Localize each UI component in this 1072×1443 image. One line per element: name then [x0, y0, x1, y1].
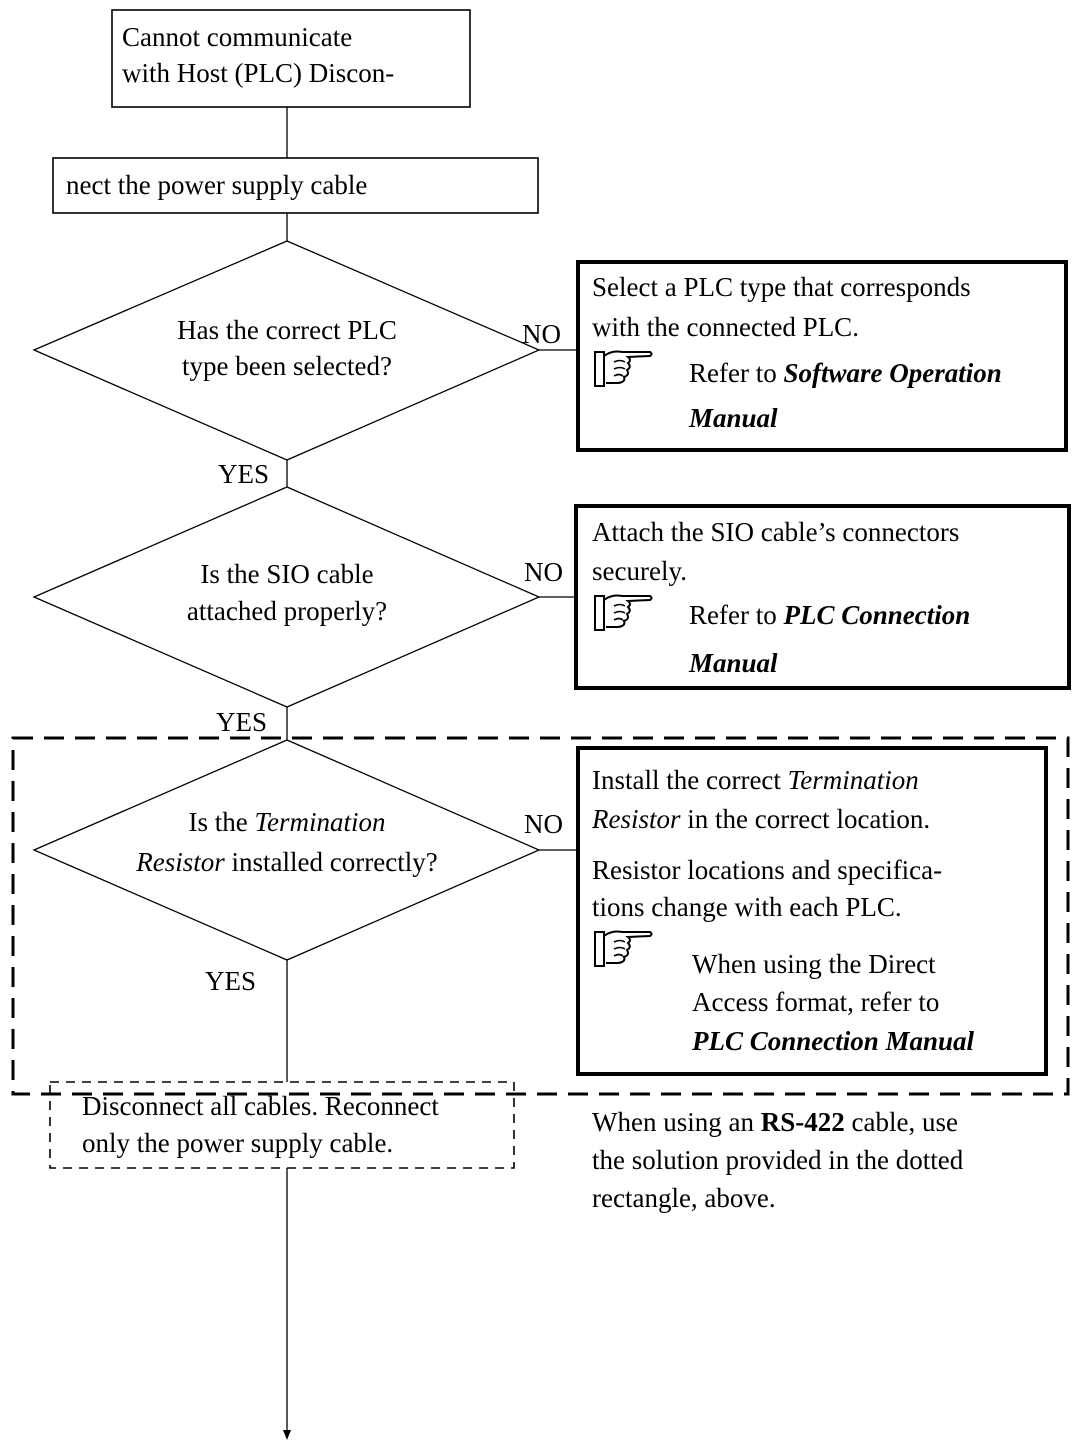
arrow-head-down	[283, 1430, 291, 1440]
q3-question-line1: Is the Termination	[100, 803, 474, 842]
q2-question-line1: Is the SIO cable	[200, 559, 374, 589]
disconnect-line2: only the power supply cable.	[82, 1128, 394, 1158]
start-box-text-line2: with Host (PLC) Discon-	[122, 58, 395, 88]
q2-ref-title-2: Manual	[689, 648, 778, 678]
q1-reference-line2: Manual	[689, 399, 778, 438]
q3-action-line1: Install the correct Termination	[592, 761, 919, 800]
q3-action-line2: Resistor in the correct location.	[592, 800, 930, 839]
q3-ref-line2: Access format, refer to	[692, 987, 940, 1017]
q2-question-line2: attached properly?	[186, 596, 388, 626]
step-box-text: nect the power supply cable	[66, 170, 368, 200]
rs422-note-line3: rectangle, above.	[592, 1183, 776, 1213]
decision-diamond-sio-cable	[32, 486, 541, 708]
q3-a-italic-1: Termination	[787, 765, 919, 795]
note-suffix: cable, use	[844, 1107, 958, 1137]
disconnect-box	[49, 1081, 515, 1169]
q1-no-label: NO	[522, 319, 561, 349]
q3-q-italic-2: Resistor	[136, 847, 225, 877]
q2-reference-line2: Manual	[689, 644, 778, 683]
pointing-hand-icon	[594, 350, 653, 387]
q2-no-label: NO	[524, 557, 563, 587]
q3-question-line2: Resistor installed correctly?	[100, 843, 474, 882]
q2-action-line1: Attach the SIO cable’s connectors	[592, 517, 960, 547]
q3-action-line4: tions change with each PLC.	[592, 892, 902, 922]
decision-diamond-plc-type	[32, 240, 541, 461]
q1-question-line1: Has the correct PLC	[177, 315, 397, 345]
rs422-dotted-rectangle	[11, 736, 1070, 1096]
action-box-sio-cable	[574, 504, 1071, 690]
q2-reference: Refer to PLC Connection	[689, 596, 970, 635]
pointing-hand-icon	[594, 594, 653, 631]
q3-ref-line1: When using the Direct	[692, 949, 936, 979]
q1-action-line1: Select a PLC type that corresponds	[592, 272, 971, 302]
q2-ref-title-1: PLC Connection	[783, 600, 971, 630]
pointing-hand-icon	[594, 930, 653, 967]
q1-yes-label: YES	[218, 459, 270, 489]
q3-q-italic-1: Termination	[254, 807, 386, 837]
q3-no-label: NO	[524, 809, 563, 839]
q3-q-prefix: Is the	[188, 807, 255, 837]
q3-a-prefix: Install the correct	[592, 765, 788, 795]
q1-question-line2: type been selected?	[182, 351, 392, 381]
q3-yes-label: YES	[205, 966, 257, 996]
q1-reference: Refer to Software Operation	[689, 354, 1002, 393]
step-box	[52, 157, 539, 214]
q1-ref-title-1: Software Operation	[783, 358, 1002, 388]
q1-action-line2: with the connected PLC.	[592, 312, 859, 342]
q1-ref-prefix: Refer to	[689, 358, 784, 388]
decision-diamond-termination	[32, 739, 541, 961]
rs422-note-line1: When using an RS-422 cable, use	[592, 1103, 958, 1142]
q3-ref-title: PLC Connection Manual	[692, 1022, 974, 1061]
start-box	[111, 9, 471, 108]
q2-action-line2: securely.	[592, 556, 687, 586]
q3-ref-title-text: PLC Connection Manual	[692, 1026, 975, 1056]
note-prefix: When using an	[592, 1107, 761, 1137]
note-bold: RS-422	[760, 1107, 845, 1137]
q2-ref-prefix: Refer to	[689, 600, 784, 630]
rs422-note-line2: the solution provided in the dotted	[592, 1145, 964, 1175]
disconnect-line1: Disconnect all cables. Reconnect	[82, 1091, 439, 1121]
start-box-text-line1: Cannot communicate	[122, 22, 353, 52]
q3-action-line3: Resistor locations and specifica-	[592, 855, 943, 885]
action-box-plc-type	[576, 260, 1068, 452]
q2-yes-label: YES	[216, 707, 268, 737]
q3-a-italic-2: Resistor	[592, 804, 681, 834]
q3-a-suffix: in the correct location.	[680, 804, 931, 834]
q3-q-suffix: installed correctly?	[224, 847, 438, 877]
action-box-termination	[576, 746, 1048, 1076]
q1-ref-title-2: Manual	[689, 403, 778, 433]
